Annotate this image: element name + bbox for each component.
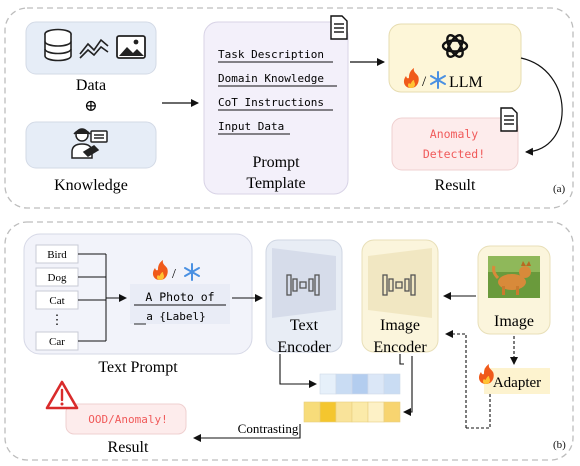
prompt-line-2: Domain Knowledge [218, 72, 324, 85]
document-icon [330, 15, 348, 40]
class-dog: Dog [48, 272, 67, 284]
data-label: Data [76, 77, 106, 94]
result-box-a [391, 117, 519, 171]
template-line-2: a {Label} [146, 310, 206, 323]
class-car: Car [49, 336, 65, 348]
panel-a-tag: (a) [553, 183, 566, 195]
panel-a-border [4, 7, 574, 209]
mode-separator-b: / [172, 267, 176, 282]
class-list: Bird Dog Cat ⋮ Car [35, 244, 79, 351]
adapter-box [484, 368, 550, 394]
prompt-template-label-2: Template [246, 175, 305, 192]
knowledge-label: Knowledge [54, 177, 128, 194]
llm-mode-separator: / [422, 74, 427, 90]
ood-anomaly-text: OOD/Anomaly! [88, 413, 167, 426]
snowflake-icon [430, 71, 446, 89]
dog-photo [488, 256, 540, 298]
contrasting-arrow [193, 424, 301, 442]
text-encoder-shape [272, 248, 336, 318]
template-box [130, 284, 230, 324]
dashed-adapter-to-encoder [445, 330, 467, 428]
openai-icon [441, 34, 469, 58]
template-line-1: A Photo of [145, 290, 214, 304]
panel-b-border [4, 221, 574, 461]
image-encoder-to-matrix-2 [403, 356, 413, 416]
image-icon [116, 35, 146, 59]
snowflake-icon-b [184, 263, 200, 281]
prompt-line-1: Task Description [218, 48, 324, 61]
class-ellipsis: ⋮ [51, 312, 64, 327]
class-cat: Cat [49, 295, 64, 307]
result-label-b: Result [108, 439, 149, 456]
llm-label: LLM [449, 74, 483, 91]
class-bird: Bird [47, 249, 67, 261]
result-label-a: Result [435, 177, 476, 194]
image-encoder-shape [368, 248, 432, 318]
prompt-template-label-1: Prompt [252, 154, 300, 171]
image-encoder-label-2: Encoder [373, 339, 427, 356]
text-encoder-label-2: Encoder [277, 339, 331, 356]
image-encoder-to-matrix [399, 354, 404, 365]
image-encoder-label-1: Image [380, 317, 420, 334]
prompt-template-box [203, 21, 349, 195]
image-label: Image [494, 313, 534, 330]
dashed-adapter-return [466, 394, 491, 429]
text-encoder-icon [286, 274, 320, 296]
result-box-b [65, 403, 187, 435]
anomaly-text-2: Detected! [423, 147, 485, 161]
prompt-line-3: CoT Instructions [218, 96, 324, 109]
contrasting-label: Contrasting [238, 421, 299, 436]
result-document-icon [500, 107, 518, 132]
knowledge-icon [71, 128, 108, 159]
warning-icon [45, 380, 79, 410]
arrow-llm-to-result [520, 57, 563, 156]
image-encoder-icon [382, 274, 416, 296]
fire-icon [403, 68, 419, 88]
text-encoder-label-1: Text [290, 317, 319, 334]
plus-symbol: ⊕ [84, 98, 97, 115]
image-embedding-row [303, 401, 401, 423]
text-encoder-to-matrix [279, 354, 317, 388]
text-prompt-label: Text Prompt [98, 359, 178, 376]
anomaly-text-1: Anomaly [430, 127, 479, 141]
class-connectors [78, 253, 107, 342]
fire-icon-b [152, 260, 168, 280]
text-embedding-row [319, 373, 401, 395]
fire-icon-adapter [478, 364, 494, 384]
database-icon [44, 28, 72, 62]
knowledge-box [25, 121, 157, 169]
line-chart-icon [79, 38, 109, 59]
panel-b-tag: (b) [553, 439, 566, 451]
prompt-line-4: Input Data [218, 120, 284, 133]
adapter-label: Adapter [493, 375, 541, 391]
